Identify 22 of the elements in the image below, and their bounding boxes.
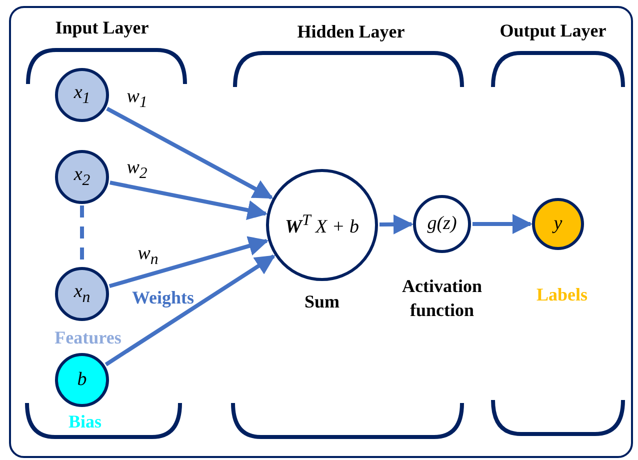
arrow: [106, 106, 274, 200]
feature-node-circle: x$_{2}$: [55, 150, 109, 204]
layer-title: Output Layer: [500, 20, 606, 42]
weights-caption: Weights: [132, 288, 194, 308]
node-caption: Sum: [304, 292, 340, 312]
arrow: [379, 214, 414, 234]
node-caption: Activation function: [401, 275, 483, 322]
layer-title: Hidden Layer: [297, 22, 405, 42]
node-caption: Bias: [68, 412, 102, 432]
arrow: [104, 254, 276, 366]
node-caption: Labels: [536, 284, 588, 306]
sum-node-circle: W$^{T}$ X + b: [266, 169, 378, 281]
feature-node-circle: x$_{1}$: [55, 68, 109, 122]
arrow: [110, 180, 268, 220]
layer-title: Input Layer: [55, 18, 149, 38]
activation-node-circle: g(z): [413, 195, 471, 253]
output-node-circle: y: [532, 198, 584, 250]
features-caption: Features: [54, 328, 122, 348]
arrow: [472, 214, 532, 234]
feature-node-circle: x$_{n}$: [55, 267, 109, 321]
arrow: [108, 236, 269, 288]
bias-node-circle: b: [55, 353, 109, 407]
